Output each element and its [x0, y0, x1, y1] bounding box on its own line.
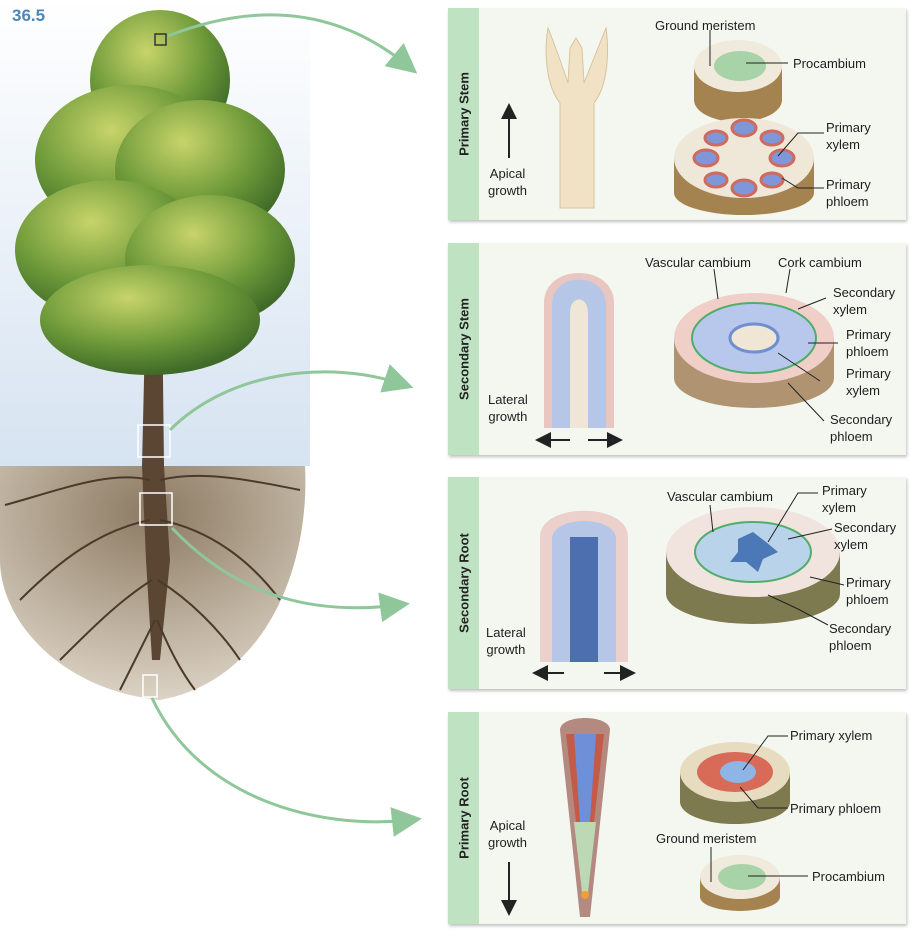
canopy: [15, 10, 295, 375]
label-ground-meristem: Ground meristem: [655, 18, 756, 33]
panel-primary-root: Primary Root Primary xylem Primary phloe…: [448, 712, 906, 924]
label-growth: Lateral growth: [486, 625, 526, 657]
panel-title-strip: Primary Stem: [448, 8, 479, 220]
label-primary-xylem: Primary xylem: [822, 483, 867, 515]
root-tip: [560, 718, 610, 917]
leader-lines: [713, 268, 838, 422]
panel-title-strip: Primary Root: [448, 712, 479, 924]
panel-title-strip: Secondary Stem: [448, 243, 479, 455]
label-primary-xylem: Primary xylem: [790, 728, 873, 743]
label-primary-phloem: Primary phloem: [826, 177, 871, 209]
label-vascular-cambium: Vascular cambium: [645, 255, 751, 270]
label-growth: Lateral growth: [488, 392, 528, 424]
panel-primary-stem: Primary Stem Ground meristem Procambium …: [448, 8, 906, 220]
stem-section: [544, 273, 614, 428]
label-procambium: Procambium: [812, 869, 885, 884]
panel-secondary-root: Secondary Root Vascular cambium Primary …: [448, 477, 906, 689]
primary-root-disc: [680, 742, 790, 824]
root-section: [540, 510, 628, 662]
connector-arrows: [150, 13, 422, 837]
secondary-root-drawings: [532, 492, 845, 681]
panel-title-strip: Secondary Root: [448, 477, 479, 689]
label-primary-phloem: Primary phloem: [790, 801, 882, 816]
primary-root-drawings: [501, 718, 808, 917]
label-primary-xylem: Primary xylem: [846, 366, 891, 398]
shoot-tip: [545, 26, 608, 209]
selection-boxes: [137, 33, 173, 698]
label-cork-cambium: Cork cambium: [778, 255, 862, 270]
label-secondary-phloem: Secondary phloem: [829, 621, 892, 653]
primary-stem-disc: [674, 118, 814, 215]
label-growth: Apical growth: [488, 166, 528, 198]
leader-lines: [709, 492, 845, 626]
label-secondary-xylem: Secondary xylem: [834, 520, 897, 552]
figure-number: 36.5: [12, 6, 46, 25]
label-primary-phloem: Primary phloem: [846, 575, 891, 607]
leader-lines: [709, 30, 824, 189]
secondary-root-disc: [666, 507, 840, 624]
label-vascular-cambium: Vascular cambium: [667, 489, 773, 504]
label-secondary-xylem: Secondary xylem: [833, 285, 896, 317]
procambium-disc: [700, 855, 780, 911]
label-growth: Apical growth: [488, 818, 528, 850]
secondary-stem-drawings: [535, 268, 838, 448]
panel-secondary-stem: Secondary Stem Vascular cambium Cork cam…: [448, 243, 906, 455]
primary-stem-drawings: [501, 26, 824, 215]
label-procambium: Procambium: [793, 56, 866, 71]
procambium-disc: [694, 40, 782, 122]
label-secondary-phloem: Secondary phloem: [830, 412, 893, 444]
leader-lines: [710, 735, 808, 882]
label-primary-phloem: Primary phloem: [846, 327, 891, 359]
secondary-stem-disc: [674, 293, 834, 408]
label-primary-xylem: Primary xylem: [826, 120, 871, 152]
roots: [4, 474, 301, 691]
label-ground-meristem: Ground meristem: [656, 831, 757, 846]
